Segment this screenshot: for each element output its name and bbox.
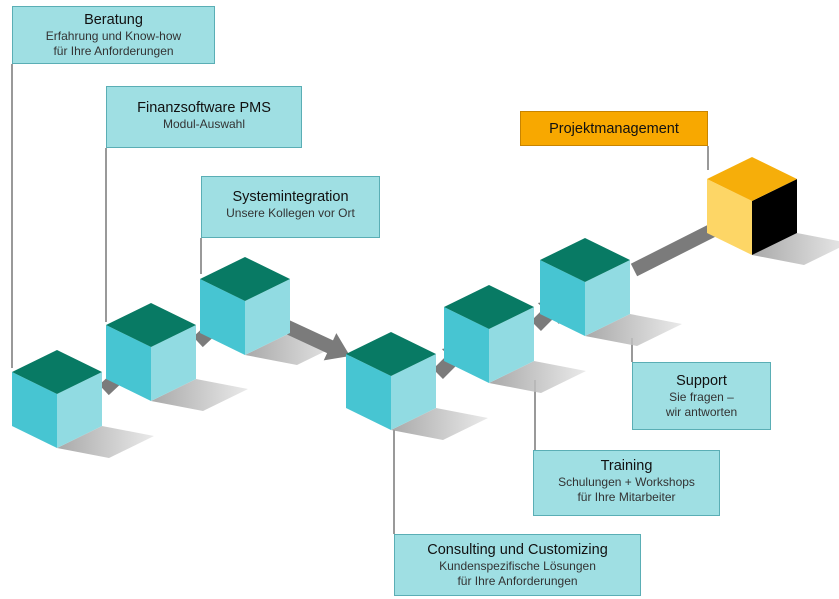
cube-face-top (444, 285, 534, 329)
label-systemintegration-line1: Unsere Kollegen vor Ort (226, 206, 355, 220)
label-beratung-title: Beratung (84, 12, 143, 28)
process-cube-1 (12, 350, 102, 448)
label-support-line2: wir antworten (665, 405, 738, 419)
cube-face-right (585, 260, 630, 336)
process-cube-3 (200, 257, 290, 355)
label-systemintegration-title: Systemintegration (232, 189, 349, 205)
cube-face-left (346, 354, 391, 430)
cube-face-left (540, 260, 585, 336)
cube-face-top (200, 257, 290, 301)
label-training-title: Training (600, 458, 653, 474)
label-finanzsoftware-line1: Modul-Auswahl (162, 117, 246, 131)
cube-face-left (444, 307, 489, 383)
cube-face-top (540, 238, 630, 282)
label-projektmanagement-title: Projektmanagement (549, 121, 679, 137)
label-projektmanagement: Projektmanagement (520, 111, 708, 146)
label-consulting: Consulting und Customizing Kundenspezifi… (394, 534, 641, 596)
cube-face-right (391, 354, 436, 430)
cube-face-left (200, 279, 245, 355)
label-beratung: Beratung Erfahrung und Know-how für Ihre… (12, 6, 215, 64)
cube-face-top (707, 157, 797, 201)
cube-face-top (346, 332, 436, 376)
process-cubes (12, 157, 797, 448)
process-cube-6 (540, 238, 630, 336)
cube-face-right (489, 307, 534, 383)
label-consulting-line1: Kundenspezifische Lösungen (439, 559, 596, 573)
label-beratung-line2: für Ihre Anforderungen (53, 44, 174, 58)
label-training: Training Schulungen + Workshops für Ihre… (533, 450, 720, 516)
cube-face-right (57, 372, 102, 448)
label-consulting-line2: für Ihre Anforderungen (457, 574, 578, 588)
process-cube-4 (346, 332, 436, 430)
label-training-line2: für Ihre Mitarbeiter (577, 490, 676, 504)
cube-face-right (752, 179, 797, 255)
label-systemintegration: Systemintegration Unsere Kollegen vor Or… (201, 176, 380, 238)
cube-shadow-5 (489, 361, 586, 393)
process-cube-5 (444, 285, 534, 383)
process-cube-7 (707, 157, 797, 255)
cube-face-top (106, 303, 196, 347)
label-finanzsoftware-title: Finanzsoftware PMS (137, 100, 271, 116)
cube-shadow-4 (391, 408, 488, 440)
label-beratung-line1: Erfahrung und Know-how (45, 29, 182, 43)
cube-shadows (57, 233, 839, 458)
cube-face-right (245, 279, 290, 355)
cube-face-left (106, 325, 151, 401)
label-finanzsoftware: Finanzsoftware PMS Modul-Auswahl (106, 86, 302, 148)
label-support: Support Sie fragen – wir antworten (632, 362, 771, 430)
label-training-line1: Schulungen + Workshops (558, 475, 695, 489)
cube-face-right (151, 325, 196, 401)
cube-face-left (707, 179, 752, 255)
cube-shadow-7 (752, 233, 839, 265)
cube-shadow-1 (57, 426, 154, 458)
cube-shadow-6 (585, 314, 682, 346)
label-support-line1: Sie fragen – (669, 390, 734, 404)
label-support-title: Support (676, 373, 727, 389)
process-cube-2 (106, 303, 196, 401)
cube-face-left (12, 372, 57, 448)
cube-shadow-2 (151, 379, 248, 411)
label-consulting-title: Consulting und Customizing (427, 542, 608, 558)
cube-face-top (12, 350, 102, 394)
